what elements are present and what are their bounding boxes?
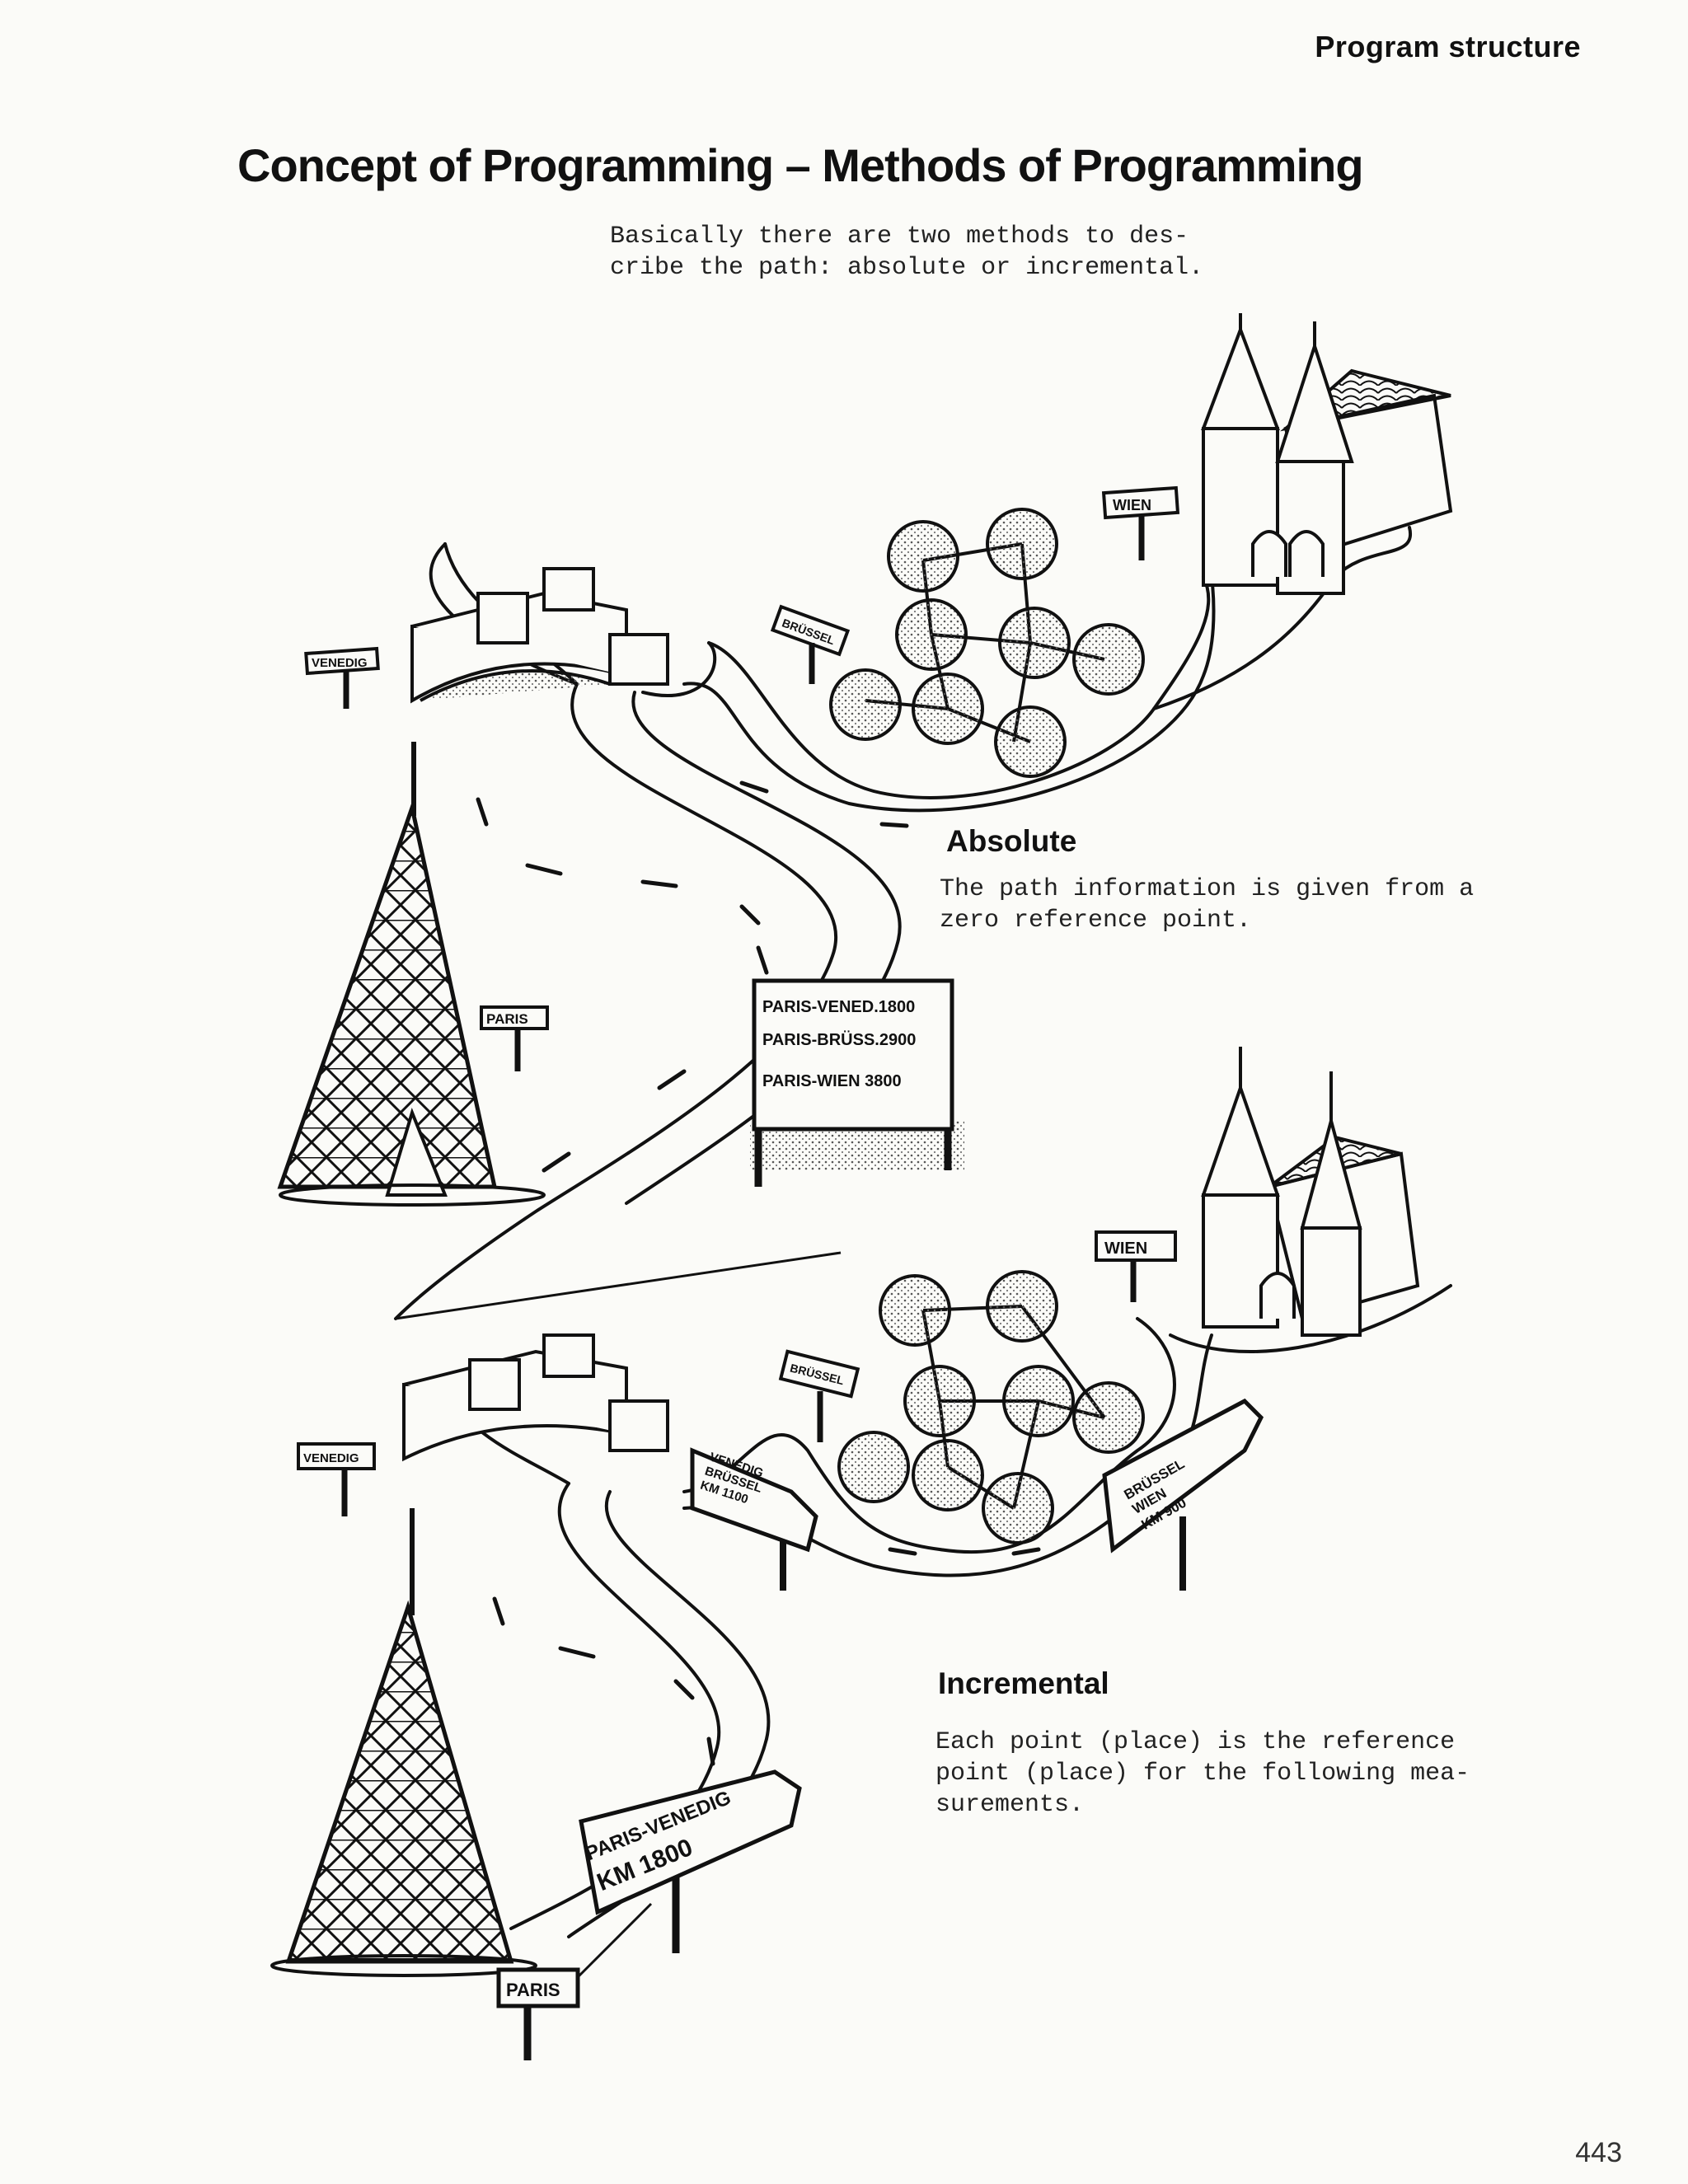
venedig-bridge-bottom	[402, 1333, 669, 1462]
section-header: Program structure	[1315, 30, 1581, 63]
sign-wien-bottom: WIEN	[1095, 1230, 1177, 1302]
svg-text:PARIS-VENED.1800: PARIS-VENED.1800	[762, 998, 915, 1016]
absolute-scene: VENEDIG BRÜSSEL WIEN PARIS PARIS-VENED.1…	[277, 313, 1453, 1320]
eiffel-tower-bottom	[270, 1508, 537, 1977]
distance-board-top: PARIS-VENED.1800 PARIS-BRÜSS.2900 PARIS-…	[750, 978, 964, 1187]
wien-cathedral-bottom	[1201, 1047, 1420, 1337]
arrow-sign-paris-venedig: PARIS-VENEDIG KM 1800	[575, 1769, 802, 1980]
atomium-bottom	[837, 1270, 1145, 1544]
svg-text:WIEN: WIEN	[1113, 497, 1151, 513]
sign-venedig-top: VENEDIG	[304, 646, 380, 709]
svg-text:VENEDIG: VENEDIG	[303, 1451, 359, 1465]
arrow-sign-bruessel-wien: BRÜSSEL WIEN KM 900	[1102, 1398, 1264, 1591]
svg-text:WIEN: WIEN	[1104, 1240, 1147, 1258]
sign-bruessel-bottom: BRÜSSEL	[778, 1349, 860, 1442]
sign-paris-top: PARIS	[480, 1005, 549, 1071]
atomium-top	[829, 508, 1145, 778]
svg-text:PARIS: PARIS	[486, 1011, 528, 1027]
sign-venedig-bottom: VENEDIG	[297, 1442, 376, 1516]
wien-cathedral-top	[1201, 313, 1453, 595]
incremental-scene: VENEDIG BRÜSSEL WIEN PARIS PARIS-VENEDIG…	[270, 1047, 1452, 2060]
sign-paris-bottom: PARIS	[496, 1967, 580, 2060]
venedig-bridge-top	[410, 567, 669, 704]
sign-bruessel-top: BRÜSSEL	[770, 604, 851, 684]
absolute-heading: Absolute	[946, 824, 1077, 858]
page-number: 443	[1575, 2137, 1622, 2168]
sign-wien-top: WIEN	[1101, 485, 1180, 560]
absolute-text: The path information is given from a zer…	[940, 875, 1475, 935]
svg-text:PARIS-WIEN 3800: PARIS-WIEN 3800	[762, 1072, 902, 1090]
svg-text:VENEDIG: VENEDIG	[312, 656, 368, 670]
intro-text: Basically there are two methods to des- …	[610, 223, 1204, 282]
eiffel-tower-top	[277, 742, 546, 1207]
page-title: Concept of Programming – Methods of Prog…	[237, 139, 1364, 191]
svg-text:PARIS-BRÜSS.2900: PARIS-BRÜSS.2900	[762, 1030, 916, 1049]
scene-divider	[395, 1251, 842, 1320]
incremental-text: Each point (place) is the reference poin…	[935, 1728, 1470, 1819]
svg-text:PARIS: PARIS	[506, 1980, 560, 2000]
incremental-heading: Incremental	[938, 1666, 1109, 1700]
arrow-sign-venedig-bruessel: VENEDIG BRÜSSEL KM 1100	[690, 1447, 818, 1591]
